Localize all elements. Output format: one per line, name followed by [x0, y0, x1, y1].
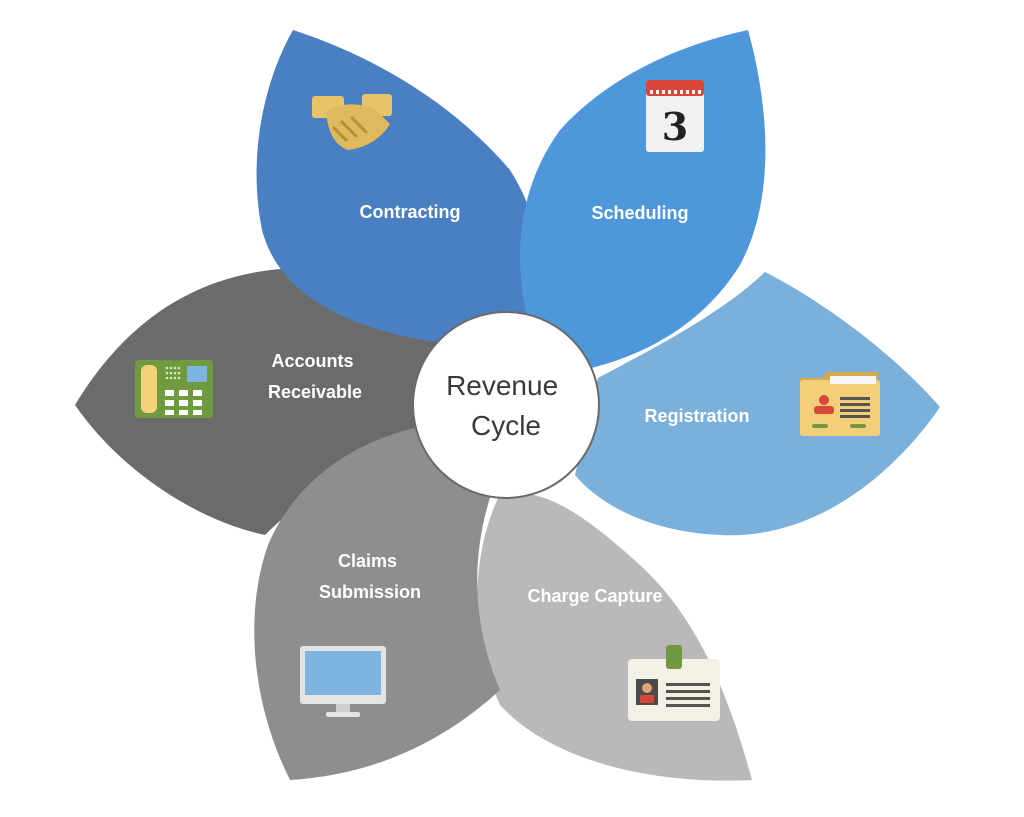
petal-charge-capture: Charge Capture: [477, 493, 752, 781]
center-hub-line-1: Revenue: [446, 370, 558, 401]
calendar-day-number: 3: [662, 104, 688, 149]
petal-scheduling: 3 Scheduling: [520, 30, 766, 375]
petal-contracting-label: Contracting: [360, 202, 461, 222]
petal-claims-submission-line-1: Claims: [338, 551, 397, 571]
petal-claims-submission-label: Claims Submission: [319, 551, 421, 602]
petal-registration: Registration: [575, 272, 940, 536]
calendar-icon: 3: [646, 80, 704, 152]
petal-charge-capture-label: Charge Capture: [527, 586, 662, 606]
handshake-icon: [312, 94, 392, 150]
petal-scheduling-line-1: Scheduling: [591, 203, 688, 223]
petal-contracting-line-1: Contracting: [360, 202, 461, 222]
petal-accounts-receivable-shape: [75, 268, 470, 535]
id-badge-icon: [628, 645, 720, 721]
center-hub: Revenue Cycle: [412, 311, 600, 499]
petal-accounts-receivable: Accounts Receivable: [75, 268, 470, 535]
petal-claims-submission-line-2: Submission: [319, 582, 421, 602]
folder-id-icon: [800, 372, 880, 436]
petal-accounts-receivable-line-2: Receivable: [268, 382, 362, 402]
petal-registration-line-1: Registration: [644, 406, 749, 426]
petal-scheduling-label: Scheduling: [591, 203, 688, 223]
center-hub-line-2: Cycle: [471, 410, 541, 441]
phone-keypad-icon: [135, 360, 213, 418]
petal-registration-label: Registration: [644, 406, 749, 426]
petal-registration-shape: [575, 272, 940, 536]
petal-accounts-receivable-line-1: Accounts: [271, 351, 353, 371]
center-hub-label: Revenue Cycle: [446, 370, 566, 441]
petal-scheduling-shape: [520, 30, 766, 375]
monitor-icon: [300, 646, 386, 717]
center-hub-circle: [412, 311, 600, 499]
petal-claims-submission: Claims Submission: [254, 425, 500, 780]
petal-accounts-receivable-label: Accounts Receivable: [268, 351, 362, 402]
petal-charge-capture-shape: [477, 493, 752, 781]
petal-charge-capture-line-1: Charge Capture: [527, 586, 662, 606]
petal-contracting: Contracting: [256, 30, 539, 345]
